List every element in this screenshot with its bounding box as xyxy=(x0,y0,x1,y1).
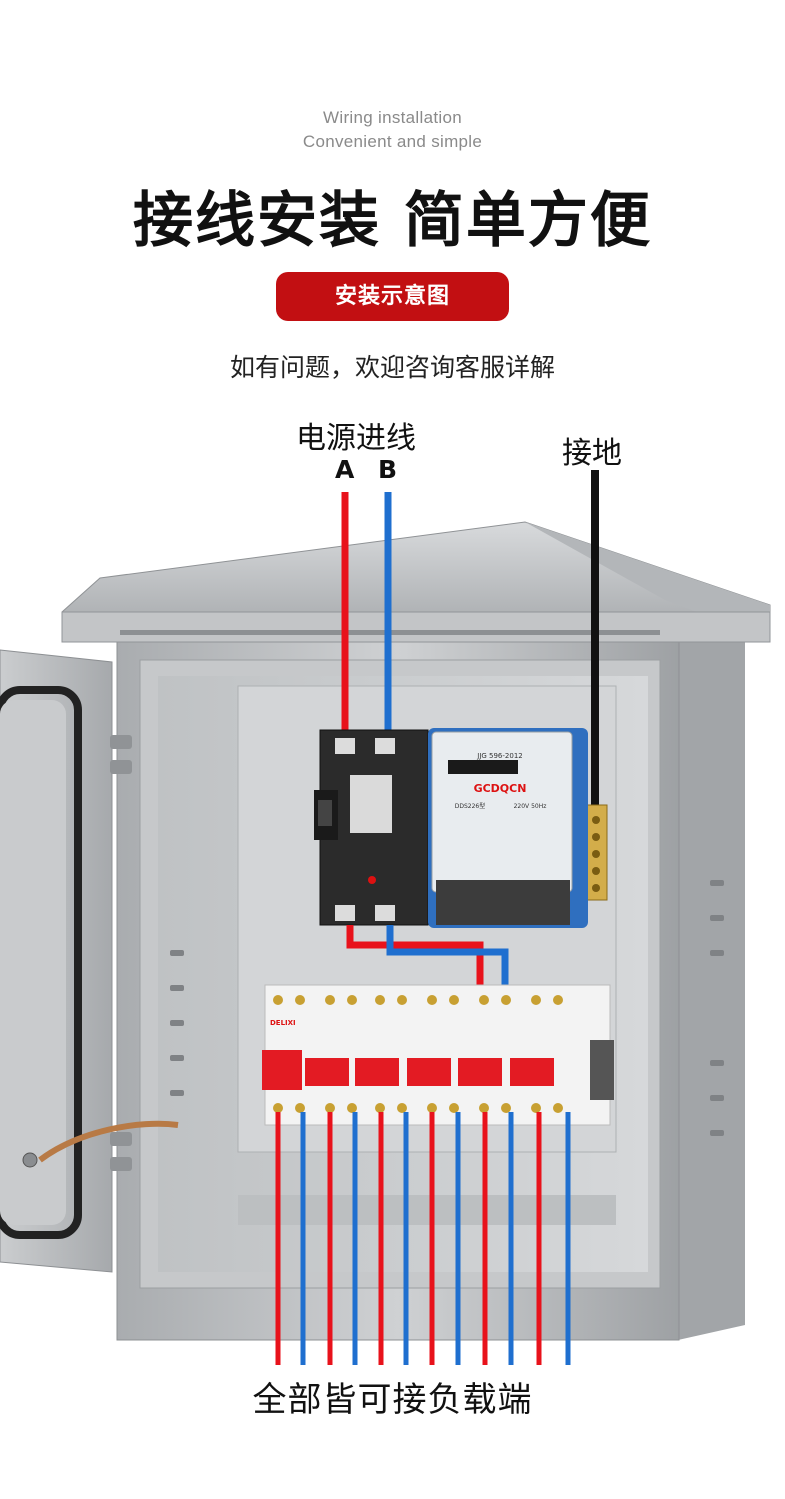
ground-terminal-bar xyxy=(584,804,608,901)
cabinet-door xyxy=(0,649,179,1273)
english-heading-line2: Convenient and simple xyxy=(302,132,483,151)
page-title: 接线安装 简单方便 xyxy=(133,186,652,256)
meter-standard: JJG 596-2012 xyxy=(476,752,522,760)
meter-brand: GCDQCN xyxy=(474,782,527,795)
internal-wires xyxy=(346,925,509,990)
load-terminal-label: 全部皆可接负载端 xyxy=(252,1380,533,1420)
consult-note: 如有问题，欢迎咨询客服详解 xyxy=(229,353,555,382)
cabinet-roof xyxy=(61,521,771,643)
cabinet-side xyxy=(678,620,745,1340)
meter-model: DDS226型 xyxy=(455,802,486,810)
diagram-badge: 安装示意图 xyxy=(276,272,509,321)
main-breaker xyxy=(314,729,429,926)
breaker-brand: DELIXI xyxy=(270,1019,296,1027)
english-heading-line1: Wiring installation xyxy=(323,108,462,127)
ground-label: 接地 xyxy=(562,436,622,471)
meter-rating: 220V 50Hz xyxy=(514,803,547,810)
breaker-row: DELIXI xyxy=(262,984,614,1126)
energy-meter: JJG 596-2012 GCDQCN DDS226型 220V 50Hz xyxy=(428,728,588,928)
phase-a-label: A xyxy=(335,455,355,484)
load-wires xyxy=(275,1112,571,1365)
mini-breakers xyxy=(262,1050,554,1090)
power-in-label: 电源进线 xyxy=(296,421,416,456)
side-vents xyxy=(170,880,724,1136)
phase-b-label: B xyxy=(378,455,398,484)
incoming-wires xyxy=(341,492,392,740)
